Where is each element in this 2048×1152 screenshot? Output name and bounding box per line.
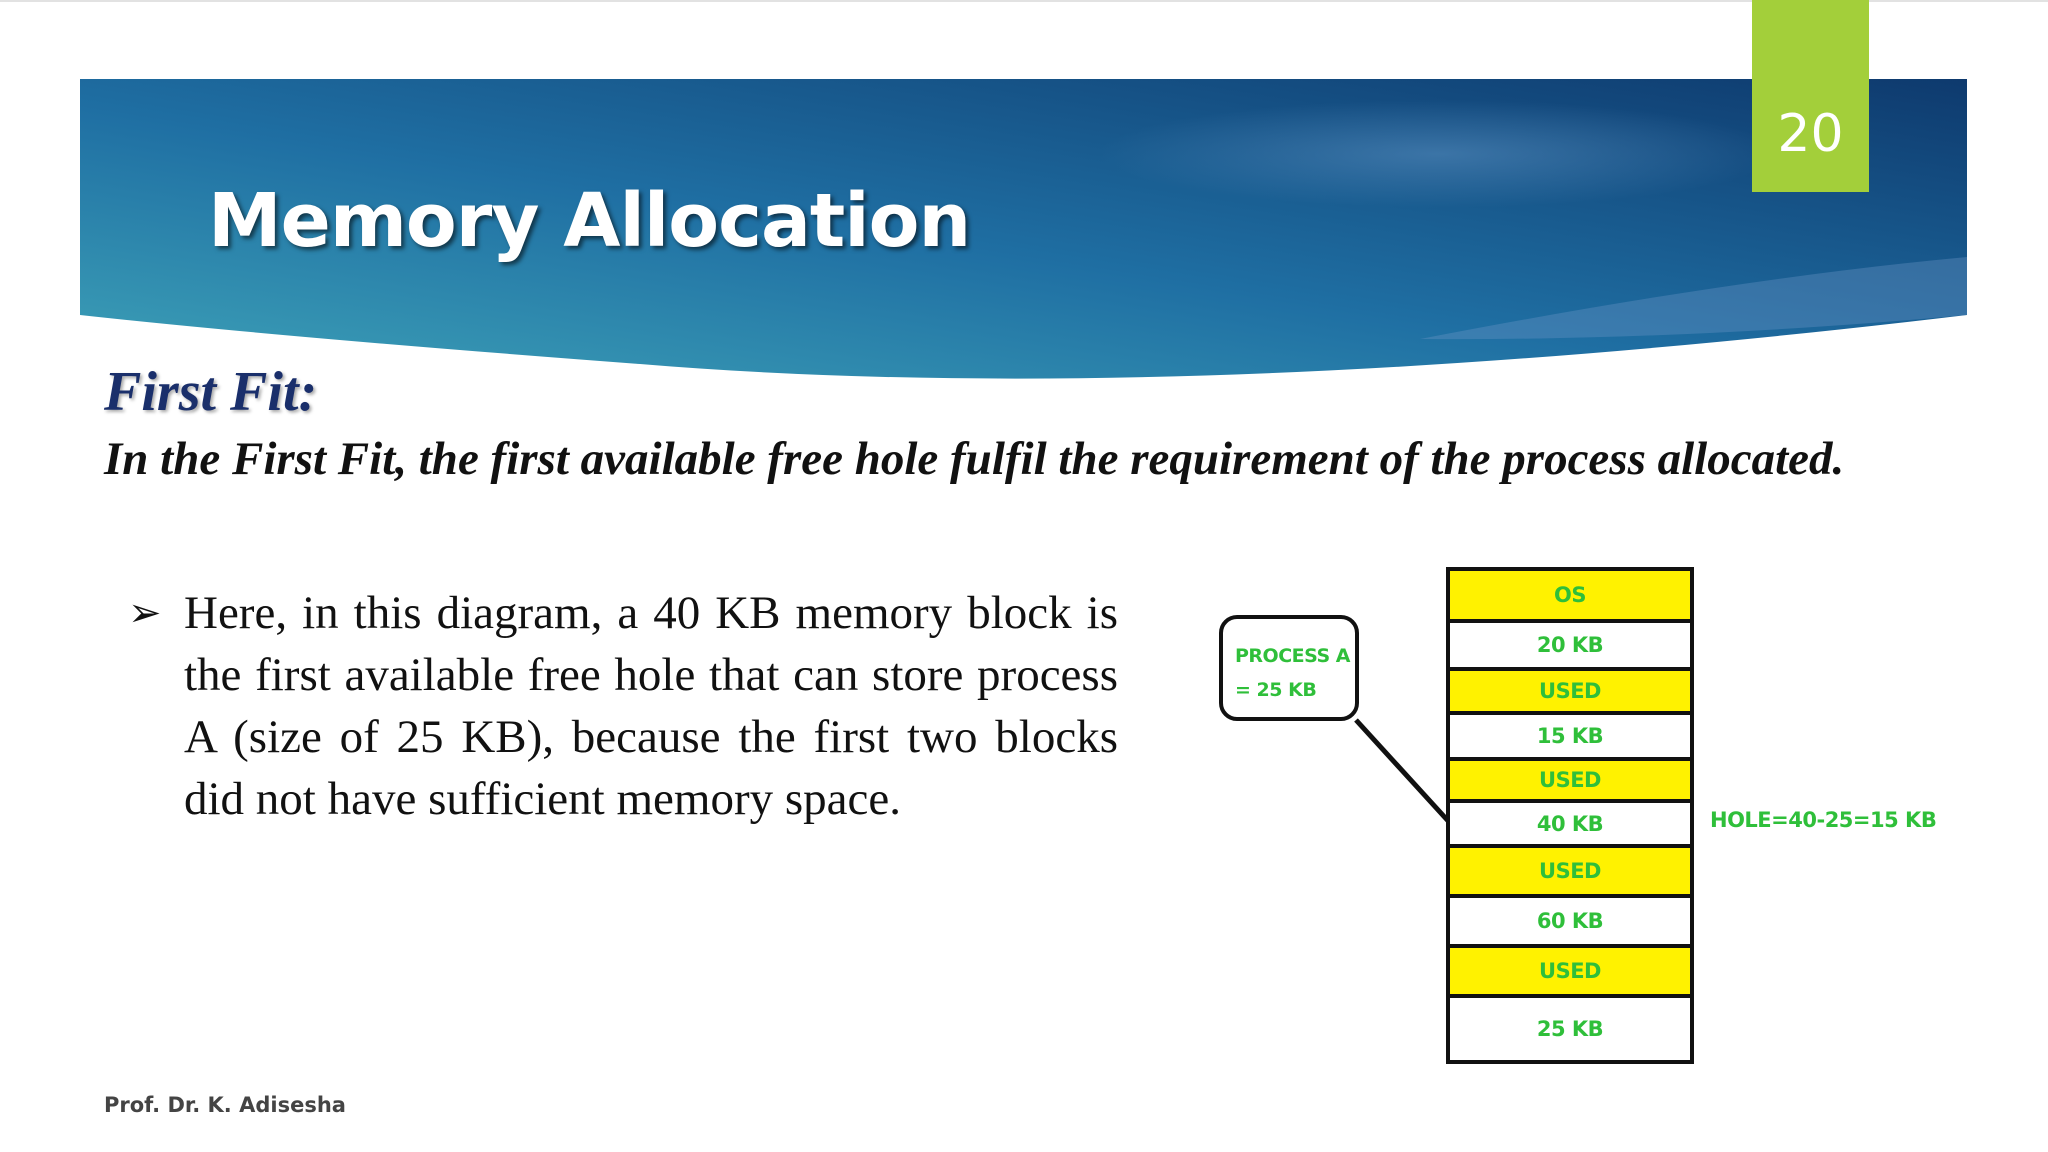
bullet-text: Here, in this diagram, a 40 KB memory bl… bbox=[184, 587, 1118, 825]
process-a-label: PROCESS A bbox=[1235, 645, 1350, 667]
memory-block: USED bbox=[1450, 944, 1690, 994]
memory-block: USED bbox=[1450, 667, 1690, 711]
title-banner bbox=[80, 79, 1967, 379]
bullet-point: ➢ Here, in this diagram, a 40 KB memory … bbox=[128, 582, 1118, 830]
memory-block-40kb: 40 KB bbox=[1450, 799, 1690, 844]
memory-block: 60 KB bbox=[1450, 894, 1690, 944]
memory-block: USED bbox=[1450, 844, 1690, 894]
slide-title: Memory Allocation bbox=[208, 178, 971, 264]
definition-text: In the First Fit, the first available fr… bbox=[104, 433, 1845, 485]
memory-block: USED bbox=[1450, 757, 1690, 799]
memory-block: 25 KB bbox=[1450, 994, 1690, 1060]
memory-block: 15 KB bbox=[1450, 711, 1690, 757]
memory-block: OS bbox=[1450, 571, 1690, 619]
memory-block: 20 KB bbox=[1450, 619, 1690, 667]
slide-number: 20 bbox=[1752, 0, 1869, 192]
process-a-box: PROCESS A = 25 KB bbox=[1219, 615, 1359, 721]
section-subtitle: First Fit: bbox=[104, 361, 318, 423]
footer-author: Prof. Dr. K. Adisesha bbox=[104, 1093, 346, 1117]
memory-stack: OS 20 KB USED 15 KB USED 40 KB USED 60 K… bbox=[1446, 567, 1694, 1064]
arrow-bullet-icon: ➢ bbox=[128, 590, 162, 636]
hole-annotation: HOLE=40-25=15 KB bbox=[1710, 808, 1937, 832]
process-a-size: = 25 KB bbox=[1235, 679, 1317, 701]
top-rule bbox=[0, 0, 2048, 2]
